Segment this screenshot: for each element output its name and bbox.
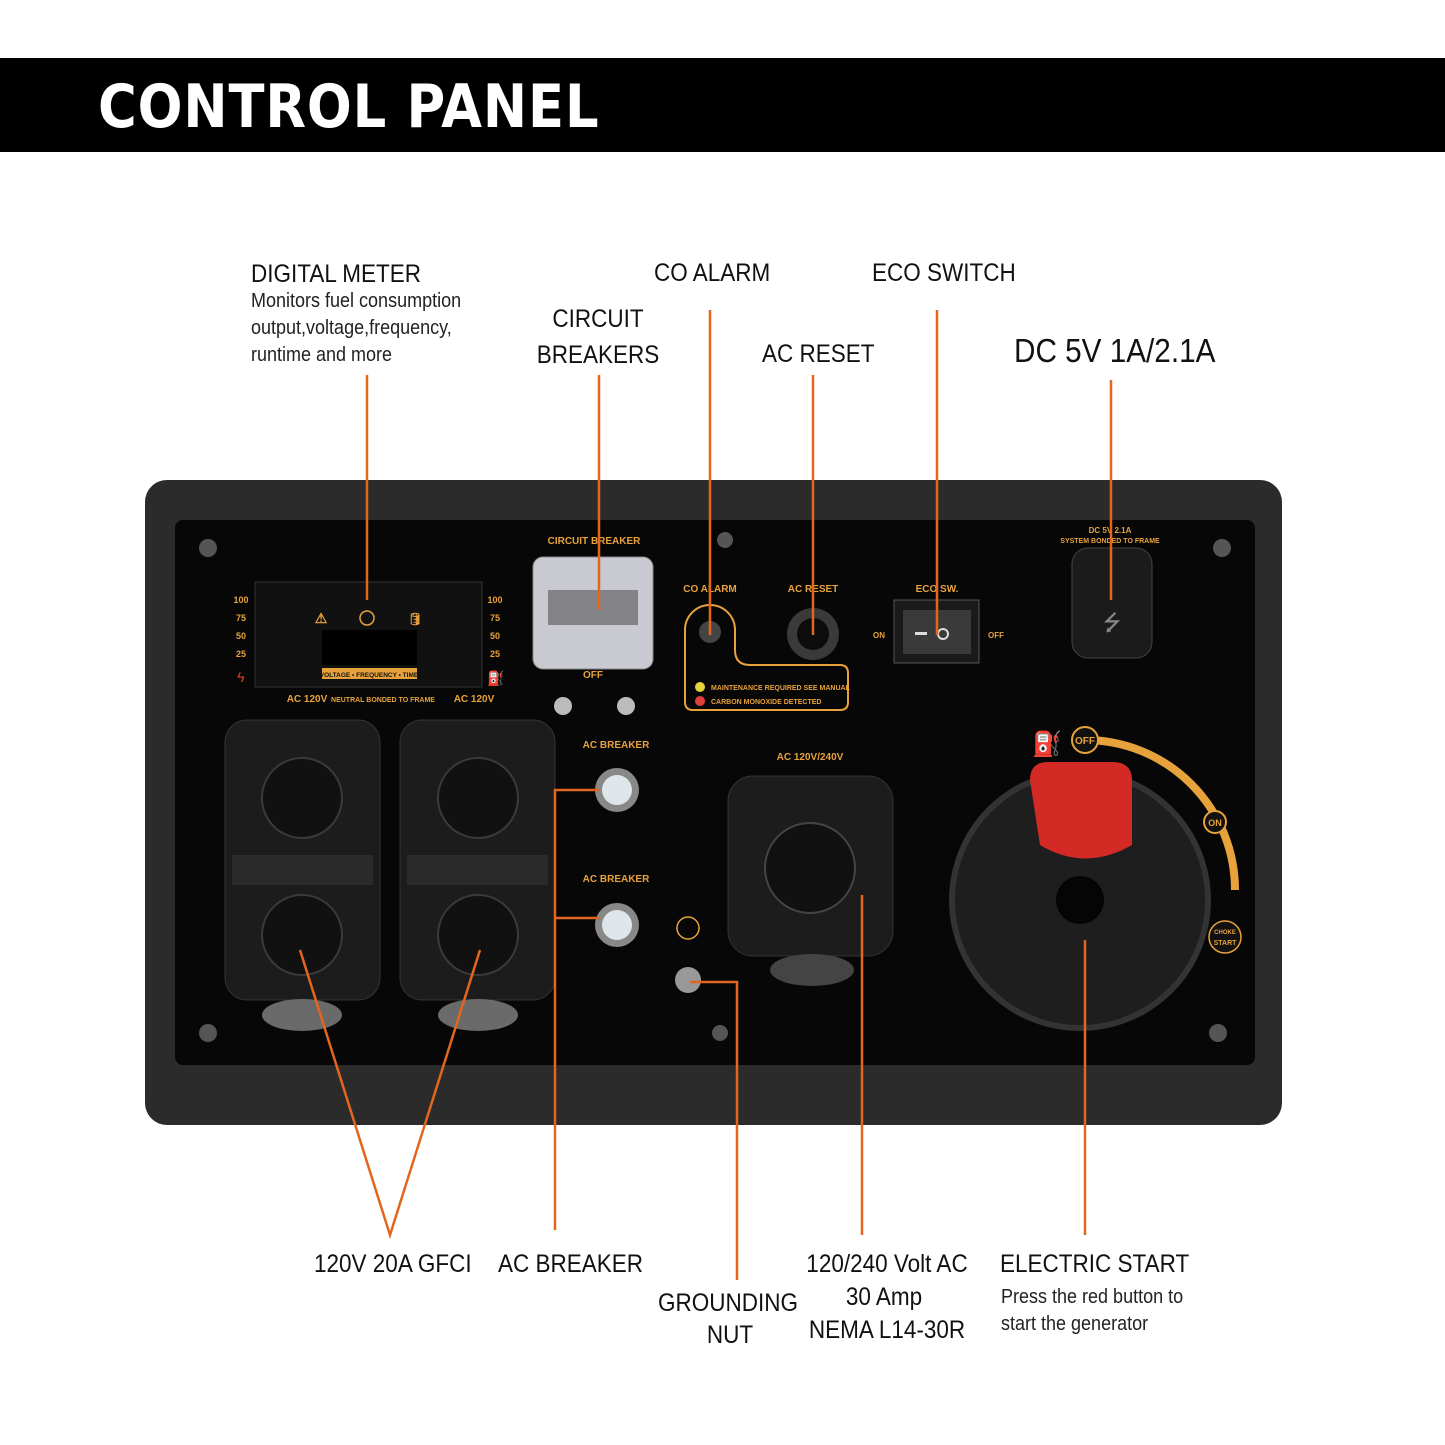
dc-sub-label: SYSTEM BONDED TO FRAME	[1060, 538, 1160, 545]
eco-on-label: ON	[873, 631, 885, 640]
eco-switch-panel-label: ECO SW.	[916, 584, 959, 595]
red-led-icon	[695, 696, 705, 706]
page-title: CONTROL PANEL	[98, 72, 600, 142]
oil-can-icon: 🛢	[407, 612, 422, 626]
header-bar: CONTROL PANEL	[0, 58, 1445, 152]
scale-left-100: 100	[233, 595, 248, 605]
breaker-toggles	[548, 590, 638, 625]
dial-off-marker	[1071, 726, 1099, 754]
twist-lock-title-3: NEMA L14-30R	[808, 1316, 966, 1344]
ac-breaker-2-label: AC BREAKER	[583, 874, 650, 885]
scale-left-25: 25	[236, 649, 246, 659]
screw-icon	[554, 697, 572, 715]
eco-off-label: OFF	[988, 631, 1004, 640]
grounding-nut-title-2: NUT	[706, 1321, 754, 1349]
ac-reset-panel-label: AC RESET	[788, 584, 839, 595]
digital-meter-title: DIGITAL METER	[251, 260, 422, 288]
eco-switch-title: ECO SWITCH	[872, 259, 1016, 287]
meter-strip-label: VOLTAGE • FREQUENCY • TIME	[320, 672, 419, 679]
scale-right-25: 25	[490, 649, 500, 659]
ac-breaker-title: AC BREAKER	[498, 1250, 644, 1278]
scale-right-50: 50	[490, 631, 500, 641]
grounding-nut-title-1: GROUNDING	[657, 1289, 799, 1317]
twist-lock-title-2: 30 Amp	[845, 1283, 923, 1311]
electric-start-desc-1: Press the red button to	[1001, 1286, 1184, 1308]
gfci-outlet-left[interactable]	[224, 719, 381, 1031]
scale-right-75: 75	[490, 613, 500, 623]
twist-lock-title-1: 120/240 Volt AC	[806, 1250, 968, 1278]
scale-left-50: 50	[236, 631, 246, 641]
circuit-breakers-title-1: CIRCUIT	[552, 305, 644, 333]
dial-off-label: OFF	[1075, 736, 1095, 747]
screw-icon	[617, 697, 635, 715]
scale-right-100: 100	[487, 595, 502, 605]
scale-left-75: 75	[236, 613, 246, 623]
usb-icon: ⭍	[1103, 610, 1121, 635]
ac-120v-right-label: AC 120V	[454, 694, 495, 705]
ac-120-240-panel-label: AC 120V/240V	[777, 752, 844, 763]
neutral-bonded-label: NEUTRAL BONDED TO FRAME	[331, 697, 435, 704]
warning-icon: ⚠	[315, 610, 328, 626]
dial-on-label: ON	[1208, 818, 1222, 828]
choke-arc	[1084, 736, 1239, 891]
gfci-title: 120V 20A GFCI	[314, 1250, 472, 1278]
co-alarm-title: CO ALARM	[654, 259, 771, 287]
electric-start-desc-2: start the generator	[1001, 1313, 1149, 1335]
grounding-nut[interactable]	[675, 967, 701, 993]
choke-start-marker	[1208, 920, 1242, 954]
gfci-outlet-right[interactable]	[399, 719, 556, 1031]
usb-port-cover[interactable]	[1071, 547, 1153, 659]
maintenance-label: MAINTENANCE REQUIRED SEE MANUAL	[711, 685, 851, 692]
digital-meter-desc-1: Monitors fuel consumption	[251, 290, 462, 312]
power-icon	[359, 610, 375, 626]
ac-120v-left-label: AC 120V	[287, 694, 328, 705]
electric-start-title: ELECTRIC START	[1000, 1250, 1190, 1278]
dc-panel-label: DC 5V 2.1A	[1089, 526, 1132, 535]
meter-screen	[322, 630, 417, 665]
breaker-off-label: OFF	[583, 670, 603, 681]
circuit-breakers-title-2: BREAKERS	[536, 341, 660, 369]
ground-symbol-icon	[676, 916, 700, 940]
digital-meter-desc-3: runtime and more	[251, 344, 393, 366]
circuit-breaker-panel-label: CIRCUIT BREAKER	[548, 536, 642, 547]
dc-port-title: DC 5V 1A/2.1A	[1014, 332, 1216, 369]
dial-choke-label: CHOKE	[1214, 930, 1236, 936]
yellow-led-icon	[695, 682, 705, 692]
co-detected-label: CARBON MONOXIDE DETECTED	[711, 699, 821, 706]
meter-strip-bg	[322, 668, 417, 679]
fuel-icon: ⛽	[1032, 730, 1062, 758]
dial-start-label: START	[1214, 940, 1238, 947]
ac-reset-title: AC RESET	[762, 340, 875, 368]
co-alarm-frame	[684, 604, 849, 711]
digital-meter-desc-2: output,voltage,frequency,	[251, 317, 452, 339]
fuel-pump-icon: ⛽	[487, 670, 504, 687]
ac-breaker-1-label: AC BREAKER	[583, 740, 650, 751]
co-alarm-led	[699, 621, 721, 643]
dial-on-marker	[1203, 810, 1227, 834]
lightning-icon: ϟ	[237, 669, 245, 685]
co-alarm-panel-label: CO ALARM	[683, 584, 737, 595]
electric-start-button[interactable]	[1030, 762, 1132, 859]
